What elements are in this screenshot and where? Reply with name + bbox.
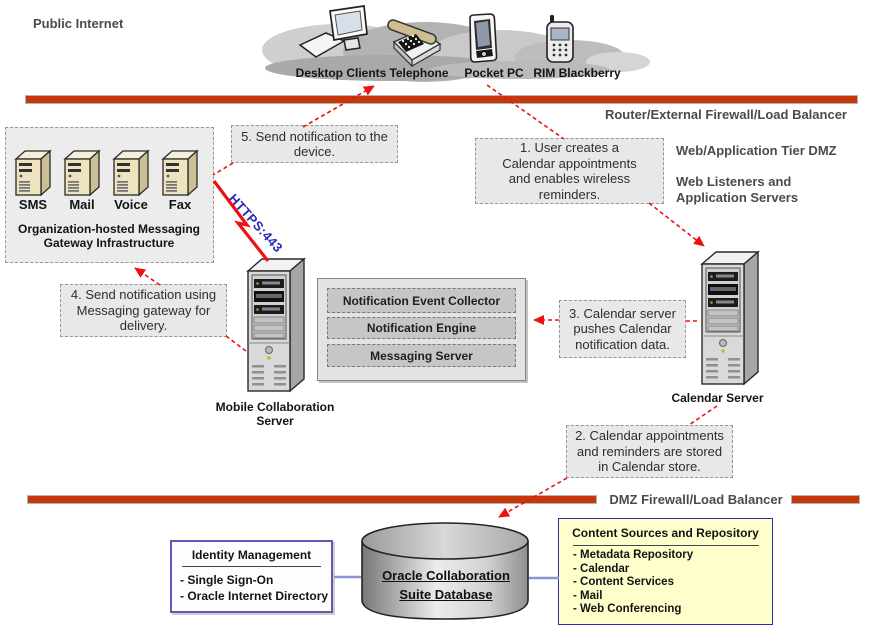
device-label-telephone: Telephone	[389, 66, 449, 80]
fax-server-icon	[161, 149, 199, 196]
database-cylinder-icon	[361, 522, 529, 620]
callout-step-1: 1. User creates a Calendar appointments …	[475, 138, 664, 204]
gateway-server-label-sms: SMS	[18, 197, 48, 212]
module-messaging-server: Messaging Server	[327, 344, 516, 367]
calendar-server-label: Calendar Server	[671, 391, 764, 405]
router-firewall-bar	[25, 95, 858, 104]
content-sources-box: Content Sources and Repository - Metadat…	[558, 518, 773, 625]
callout-step-5: 5. Send notification to the device.	[231, 125, 398, 163]
mobile-collaboration-server-icon	[246, 257, 306, 393]
telephone-icon	[387, 19, 442, 68]
public-internet-label: Public Internet	[33, 16, 124, 31]
identity-items: - Single Sign-On - Oracle Internet Direc…	[180, 573, 329, 603]
module-notification-event-collector: Notification Event Collector	[327, 288, 516, 313]
content-sources-title: Content Sources and Repository	[572, 526, 759, 540]
sms-server-icon	[14, 149, 52, 196]
mail-server-icon	[63, 149, 101, 196]
voice-server-icon	[112, 149, 150, 196]
module-notification-engine: Notification Engine	[327, 317, 516, 339]
gateway-server-label-voice: Voice	[114, 197, 148, 212]
identity-management-title: Identity Management	[191, 548, 312, 562]
calendar-server-icon	[700, 250, 760, 386]
web-listeners-label: Web Listeners and Application Servers	[676, 174, 799, 205]
router-firewall-label: Router/External Firewall/Load Balancer	[604, 107, 847, 122]
gateway-server-label-mail: Mail	[69, 197, 95, 212]
dmz-firewall-bar-right	[791, 495, 860, 504]
dmz-firewall-bar-left	[27, 495, 597, 504]
callout-step-4: 4. Send notification using Messaging gat…	[60, 284, 227, 337]
identity-management-box: Identity Management - Single Sign-On - O…	[170, 540, 333, 613]
web-app-tier-label: Web/Application Tier DMZ	[676, 143, 837, 158]
content-divider	[573, 545, 759, 546]
dmz-firewall-label: DMZ Firewall/Load Balancer	[609, 492, 783, 507]
pocket-pc-icon	[469, 13, 498, 63]
mobile-collaboration-server-label: Mobile Collaboration Server	[215, 400, 335, 428]
device-label-rim-blackberry: RIM Blackberry	[533, 66, 621, 80]
identity-divider	[182, 566, 321, 567]
database-label: Oracle Collaboration Suite Database	[382, 568, 510, 602]
callout-step-2: 2. Calendar appointments and reminders a…	[566, 425, 733, 478]
gateway-server-label-fax: Fax	[168, 197, 192, 212]
device-label-desktop-clients: Desktop Clients	[295, 66, 387, 80]
device-label-pocket-pc: Pocket PC	[464, 66, 524, 80]
callout-step-3: 3. Calendar server pushes Calendar notif…	[559, 300, 686, 358]
gateway-caption: Organization-hosted Messaging Gateway In…	[17, 222, 200, 250]
desktop-clients-icon	[298, 5, 368, 58]
content-items: - Metadata Repository - Calendar - Conte…	[573, 549, 694, 616]
rim-blackberry-icon	[546, 15, 574, 63]
